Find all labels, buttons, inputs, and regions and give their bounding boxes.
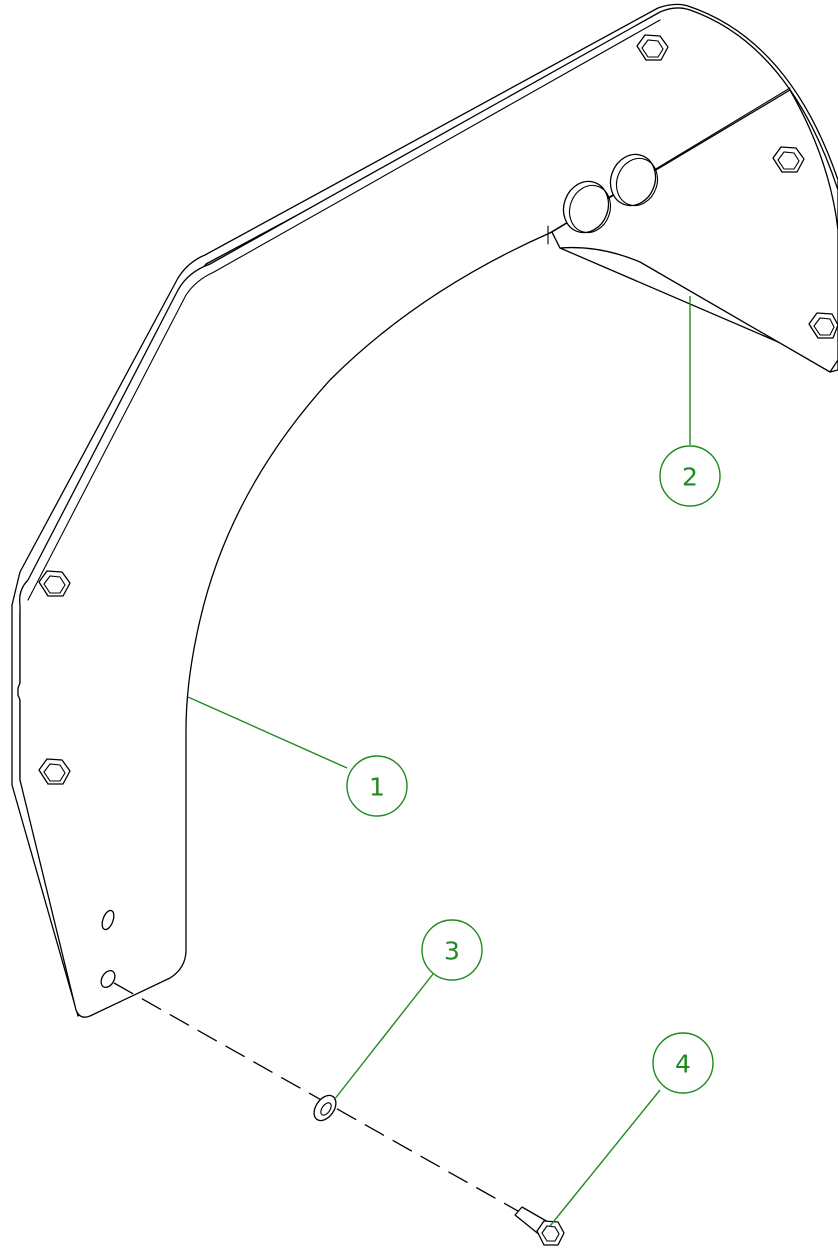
washer-inner <box>320 1102 332 1116</box>
leader-line-4 <box>549 1089 661 1227</box>
mounting-bracket <box>547 87 838 373</box>
hex-bolt-head-top <box>636 34 669 61</box>
balloon-2-label: 2 <box>682 463 698 492</box>
hex-bolt-head-right-upper <box>772 146 805 173</box>
washer <box>313 1094 337 1122</box>
bolt-head <box>536 1220 565 1246</box>
installed-bolt-heads <box>38 34 838 785</box>
washer-outer <box>313 1094 337 1122</box>
balloon-4: 4 <box>652 1032 714 1094</box>
balloon-1-label: 1 <box>369 773 385 802</box>
guard-plate-face <box>17 7 838 1018</box>
spacer-boss-right-rim <box>615 157 659 207</box>
bracket-body <box>551 89 838 373</box>
leader-line-1 <box>187 696 348 769</box>
hex-bolt-head-left-lower <box>38 758 71 785</box>
balloon-3: 3 <box>421 919 483 981</box>
mount-hole-lower <box>100 969 116 989</box>
guard-plate-inner-edge <box>27 19 661 601</box>
hex-bolt-head-right-lower <box>808 312 838 339</box>
guard-plate <box>11 3 838 1018</box>
hex-bolt-head-left-upper <box>38 570 71 597</box>
spacer-boss-right <box>609 153 657 207</box>
explosion-axis-line <box>113 982 549 1229</box>
spacer-boss-left <box>562 180 610 234</box>
balloon-4-label: 4 <box>675 1050 691 1079</box>
mount-hole-upper <box>101 909 115 931</box>
leader-line-3 <box>333 973 434 1101</box>
balloon-2: 2 <box>659 445 721 507</box>
balloon-3-label: 3 <box>444 937 460 966</box>
hex-bolt <box>514 1206 565 1246</box>
balloon-1: 1 <box>346 755 408 817</box>
spacer-boss-left-rim <box>568 184 612 234</box>
